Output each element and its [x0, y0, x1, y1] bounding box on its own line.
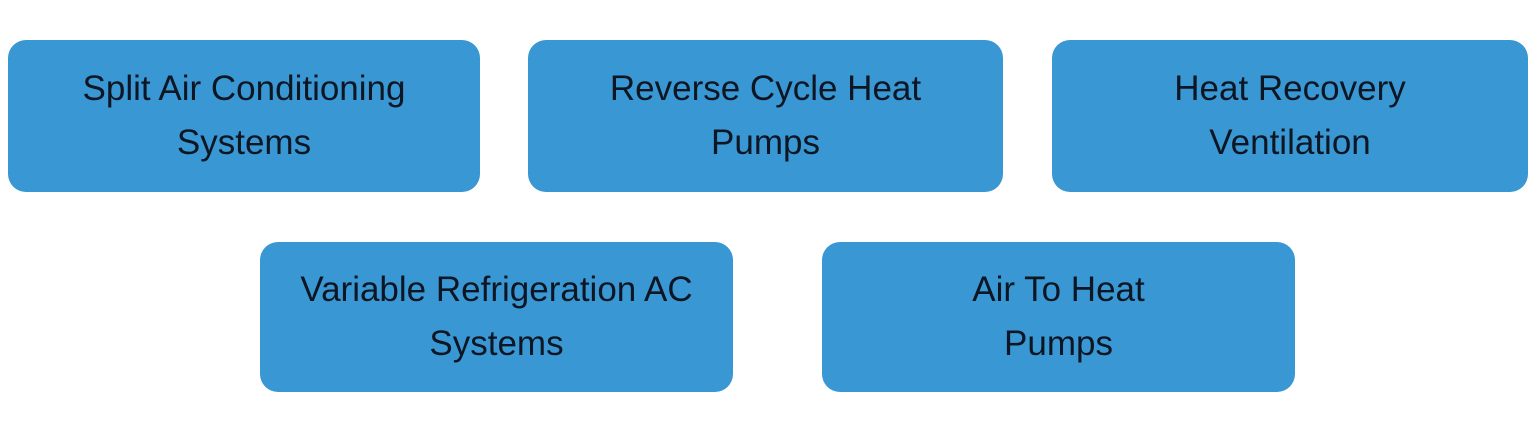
box-label-line: Heat Recovery	[1174, 69, 1406, 108]
box-label-line: Variable Refrigeration AC	[300, 270, 693, 309]
box-label-line: Split Air Conditioning	[82, 69, 406, 108]
box-label-line: Systems	[429, 324, 564, 363]
box-split-air-conditioning-systems[interactable]: Split Air Conditioning Systems	[8, 40, 480, 192]
box-reverse-cycle-heat-pumps[interactable]: Reverse Cycle Heat Pumps	[528, 40, 1003, 192]
box-air-to-heat-pumps[interactable]: Air To Heat Pumps	[822, 242, 1295, 392]
box-label-line: Systems	[176, 123, 312, 162]
box-heat-recovery-ventilation[interactable]: Heat Recovery Ventilation	[1052, 40, 1528, 192]
box-variable-refrigeration-ac-systems[interactable]: Variable Refrigeration AC Systems	[260, 242, 733, 392]
box-label-line: Air To Heat	[972, 270, 1145, 309]
box-label-line: Pumps	[711, 123, 820, 162]
box-label-line: Pumps	[1004, 324, 1113, 363]
box-label-line: Reverse Cycle Heat	[609, 69, 922, 108]
box-label-line: Ventilation	[1209, 123, 1371, 162]
